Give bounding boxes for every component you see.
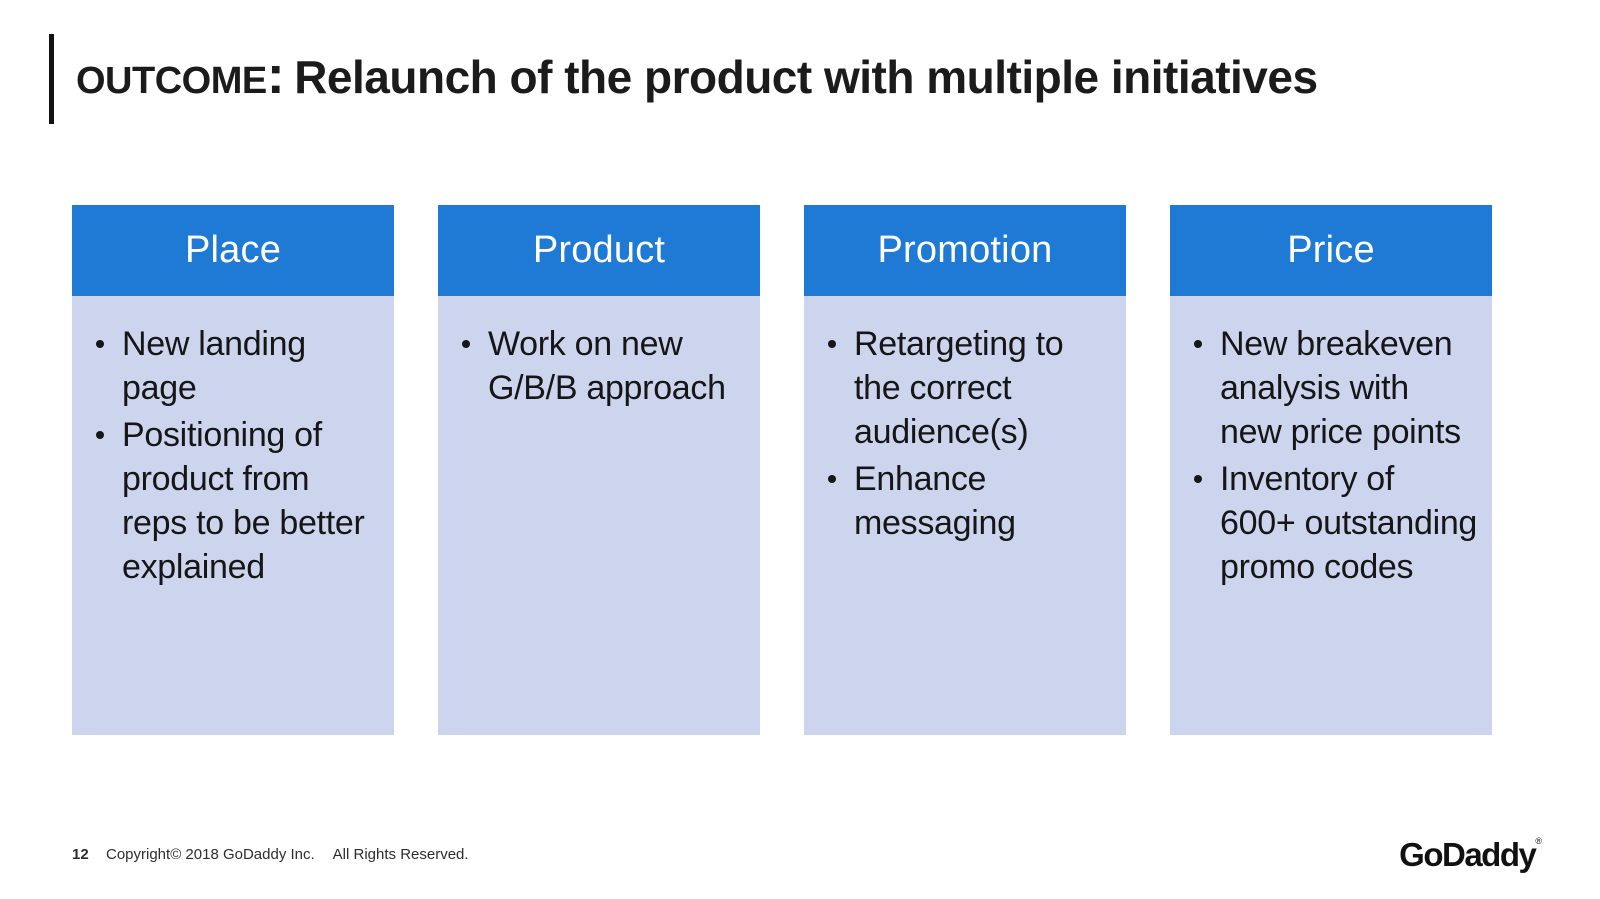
title-rest: Relaunch of the product with multiple in… bbox=[294, 51, 1318, 103]
copyright-line: Copyright© 2018 GoDaddy Inc. All Rights R… bbox=[106, 846, 469, 863]
bullet-item: New breakeven analysis with new price po… bbox=[1184, 322, 1478, 454]
title-block: Outcome:Relaunch of the product with mul… bbox=[49, 30, 1318, 127]
column-body-product: Work on new G/B/B approach bbox=[438, 296, 760, 735]
bullet-list: Retargeting to the correct audience(s) E… bbox=[818, 322, 1112, 545]
bullet-item: Work on new G/B/B approach bbox=[452, 322, 746, 410]
bullet-text: Retargeting to the correct audience(s) bbox=[854, 325, 1064, 451]
bullet-item: Retargeting to the correct audience(s) bbox=[818, 322, 1112, 454]
bullet-item: New landing page bbox=[86, 322, 380, 410]
bullet-list: Work on new G/B/B approach bbox=[452, 322, 746, 410]
column-product: Product Work on new G/B/B approach bbox=[438, 205, 760, 735]
title-prefix: Outcome: bbox=[76, 45, 285, 105]
godaddy-logo-text: GoDaddy bbox=[1399, 836, 1537, 873]
bullet-text: New landing page bbox=[122, 325, 306, 407]
bullet-text: Positioning of product from reps to be b… bbox=[122, 416, 365, 586]
slide-footer: 12 Copyright© 2018 GoDaddy Inc. All Right… bbox=[0, 824, 1600, 899]
page-number: 12 bbox=[72, 846, 89, 863]
columns-row: Place New landing page Positioning of pr… bbox=[72, 205, 1492, 735]
rights-text: All Rights Reserved. bbox=[332, 846, 469, 863]
column-header-place: Place bbox=[72, 205, 394, 296]
bullet-dot-icon bbox=[462, 340, 470, 348]
bullet-dot-icon bbox=[1194, 475, 1202, 483]
bullet-text: New breakeven analysis with new price po… bbox=[1220, 325, 1461, 451]
bullet-text: Work on new G/B/B approach bbox=[488, 325, 726, 407]
column-body-promotion: Retargeting to the correct audience(s) E… bbox=[804, 296, 1126, 735]
column-place: Place New landing page Positioning of pr… bbox=[72, 205, 394, 735]
bullet-dot-icon bbox=[1194, 340, 1202, 348]
bullet-item: Inventory of 600+ outstanding promo code… bbox=[1184, 457, 1478, 589]
bullet-text: Inventory of 600+ outstanding promo code… bbox=[1220, 460, 1478, 586]
bullet-list: New breakeven analysis with new price po… bbox=[1184, 322, 1478, 589]
bullet-dot-icon bbox=[828, 475, 836, 483]
slide-title: Outcome:Relaunch of the product with mul… bbox=[76, 30, 1318, 127]
bullet-item: Enhance messaging bbox=[818, 457, 1112, 545]
column-header-product: Product bbox=[438, 205, 760, 296]
column-body-place: New landing page Positioning of product … bbox=[72, 296, 394, 735]
bullet-dot-icon bbox=[828, 340, 836, 348]
column-price: Price New breakeven analysis with new pr… bbox=[1170, 205, 1492, 735]
title-accent-bar bbox=[49, 33, 54, 124]
column-header-price: Price bbox=[1170, 205, 1492, 296]
bullet-dot-icon bbox=[96, 431, 104, 439]
bullet-item: Positioning of product from reps to be b… bbox=[86, 413, 380, 589]
column-promotion: Promotion Retargeting to the correct aud… bbox=[804, 205, 1126, 735]
copyright-text: Copyright© 2018 GoDaddy Inc. bbox=[106, 846, 315, 863]
bullet-list: New landing page Positioning of product … bbox=[86, 322, 380, 589]
bullet-text: Enhance messaging bbox=[854, 460, 1016, 542]
column-body-price: New breakeven analysis with new price po… bbox=[1170, 296, 1492, 735]
column-header-promotion: Promotion bbox=[804, 205, 1126, 296]
registered-mark-icon: ® bbox=[1535, 836, 1542, 846]
bullet-dot-icon bbox=[96, 340, 104, 348]
godaddy-logo: GoDaddy® bbox=[1399, 836, 1542, 874]
